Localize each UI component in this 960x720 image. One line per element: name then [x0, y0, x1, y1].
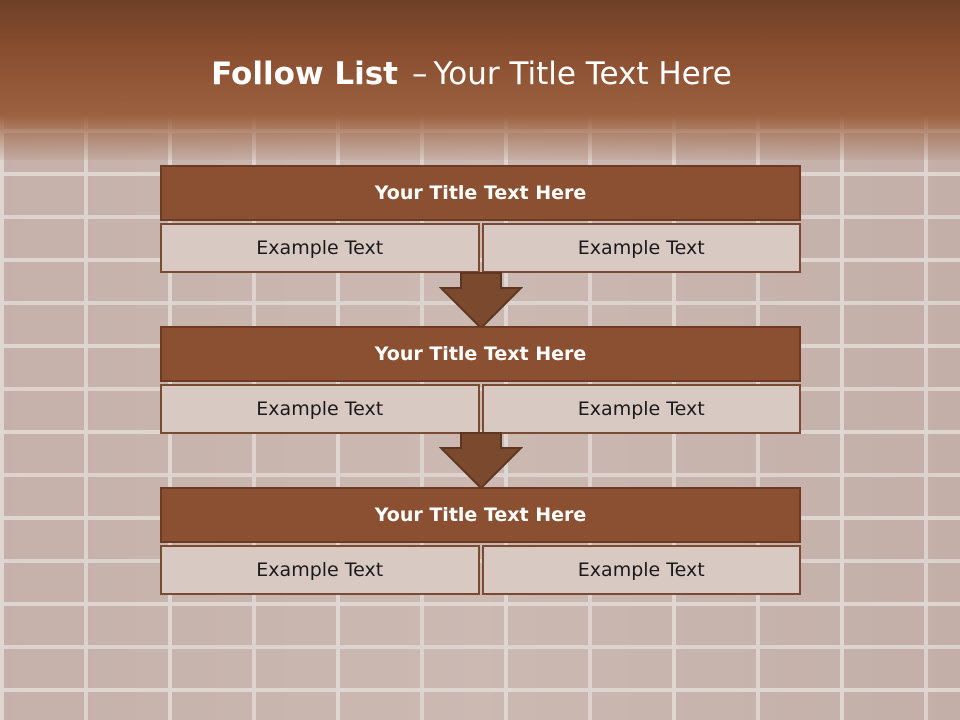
step-row-2: Example Text Example Text [160, 384, 801, 434]
header-band [0, 0, 960, 160]
step-title-1: Your Title Text Here [160, 165, 801, 221]
down-arrow-icon-1 [439, 272, 523, 329]
step-3-left-cell: Example Text [160, 545, 480, 595]
step-row-3: Example Text Example Text [160, 545, 801, 595]
title-dash: – [411, 56, 428, 92]
step-title-3: Your Title Text Here [160, 487, 801, 543]
step-1-left-cell: Example Text [160, 223, 480, 273]
step-box-2: Your Title Text Here Example Text Exampl… [160, 326, 801, 434]
title-main: Follow List [211, 56, 398, 92]
title-sub: Your Title Text Here [433, 56, 732, 92]
step-1-right-cell: Example Text [481, 223, 801, 273]
slide-title: Follow List–Your Title Text Here [0, 56, 943, 92]
down-arrow-icon-2 [439, 432, 523, 489]
step-box-3: Your Title Text Here Example Text Exampl… [160, 487, 801, 595]
step-3-right-cell: Example Text [481, 545, 801, 595]
step-row-1: Example Text Example Text [160, 223, 801, 273]
step-box-1: Your Title Text Here Example Text Exampl… [160, 165, 801, 273]
step-title-2: Your Title Text Here [160, 326, 801, 382]
step-2-left-cell: Example Text [160, 384, 480, 434]
step-2-right-cell: Example Text [481, 384, 801, 434]
